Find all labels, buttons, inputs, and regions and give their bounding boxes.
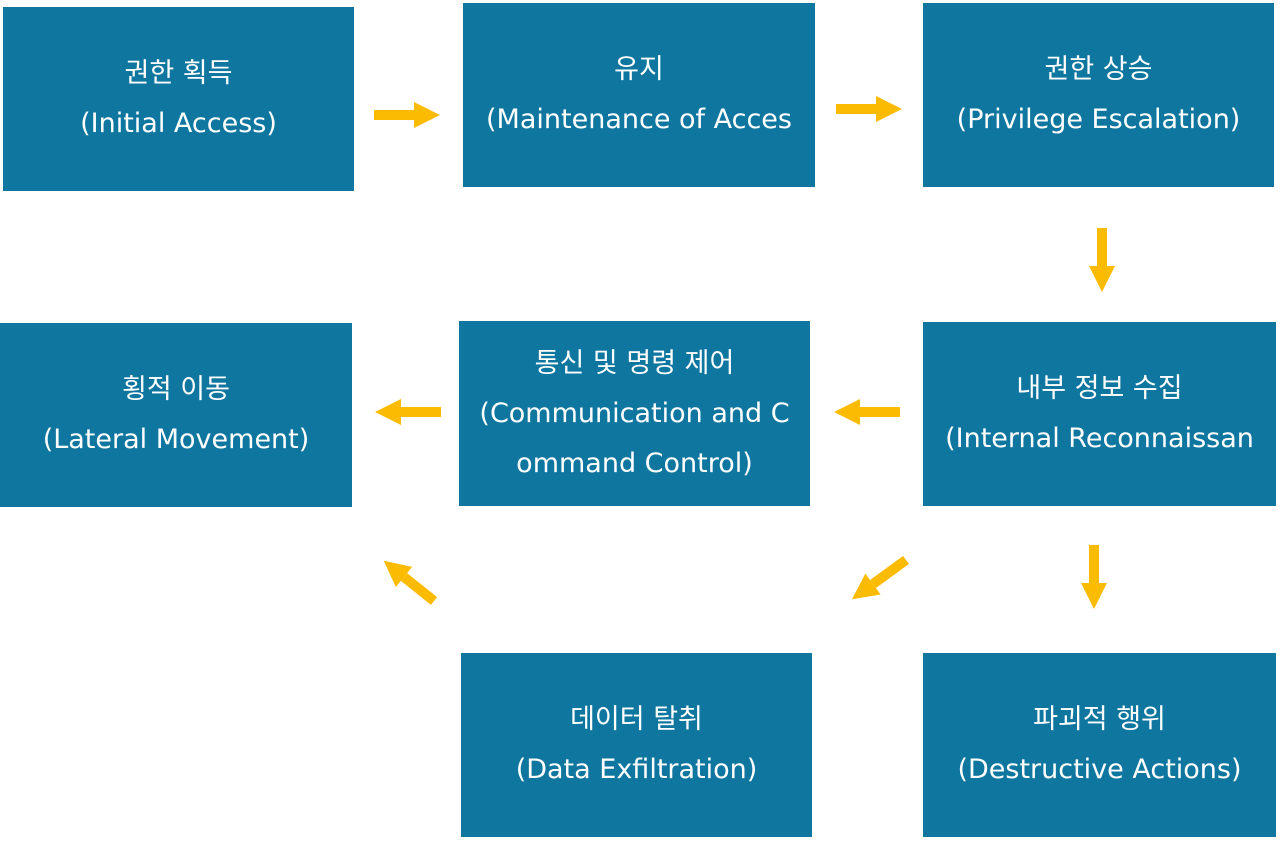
stage-maintenance: 유지 (Maintenance of Acces	[463, 3, 815, 187]
stage-command-control: 통신 및 명령 제어 (Communication and C ommand C…	[459, 321, 810, 506]
stage-initial-access: 권한 획득 (Initial Access)	[3, 7, 354, 191]
stage-destructive-actions-title: 파괴적 행위	[1033, 704, 1166, 735]
stage-maintenance-title: 유지	[614, 54, 664, 85]
stage-internal-reconnaissance-title: 내부 정보 수집	[1016, 373, 1183, 404]
stage-initial-access-title: 권한 획득	[124, 58, 233, 89]
stage-privilege-escalation-title: 권한 상승	[1044, 54, 1153, 85]
stage-data-exfiltration-title: 데이터 탈취	[570, 704, 703, 735]
stage-privilege-escalation: 권한 상승 (Privilege Escalation)	[923, 3, 1274, 187]
stage-internal-reconnaissance-subtitle: (Internal Reconnaissan	[945, 423, 1254, 454]
stage-initial-access-subtitle: (Initial Access)	[80, 108, 277, 139]
stage-destructive-actions: 파괴적 행위 (Destructive Actions)	[923, 653, 1276, 837]
arrow-down-left-icon	[851, 555, 909, 600]
stage-command-control-title: 통신 및 명령 제어	[534, 347, 735, 379]
stage-data-exfiltration: 데이터 탈취 (Data Exfiltration)	[461, 653, 812, 837]
stage-lateral-movement: 횡적 이동 (Lateral Movement)	[0, 323, 352, 507]
stage-internal-reconnaissance: 내부 정보 수집 (Internal Reconnaissan	[923, 322, 1276, 506]
stage-data-exfiltration-subtitle: (Data Exfiltration)	[515, 754, 758, 785]
stage-privilege-escalation-subtitle: (Privilege Escalation)	[956, 104, 1241, 135]
stage-command-control-subtitle-line1: (Communication and C	[479, 397, 790, 429]
stage-lateral-movement-subtitle: (Lateral Movement)	[42, 424, 310, 455]
stage-command-control-subtitle-line2: ommand Control)	[516, 447, 753, 479]
stage-maintenance-subtitle: (Maintenance of Acces	[486, 104, 792, 135]
stage-lateral-movement-title: 횡적 이동	[122, 374, 230, 405]
stage-destructive-actions-subtitle: (Destructive Actions)	[957, 754, 1242, 785]
arrow-up-left-icon	[383, 560, 438, 605]
